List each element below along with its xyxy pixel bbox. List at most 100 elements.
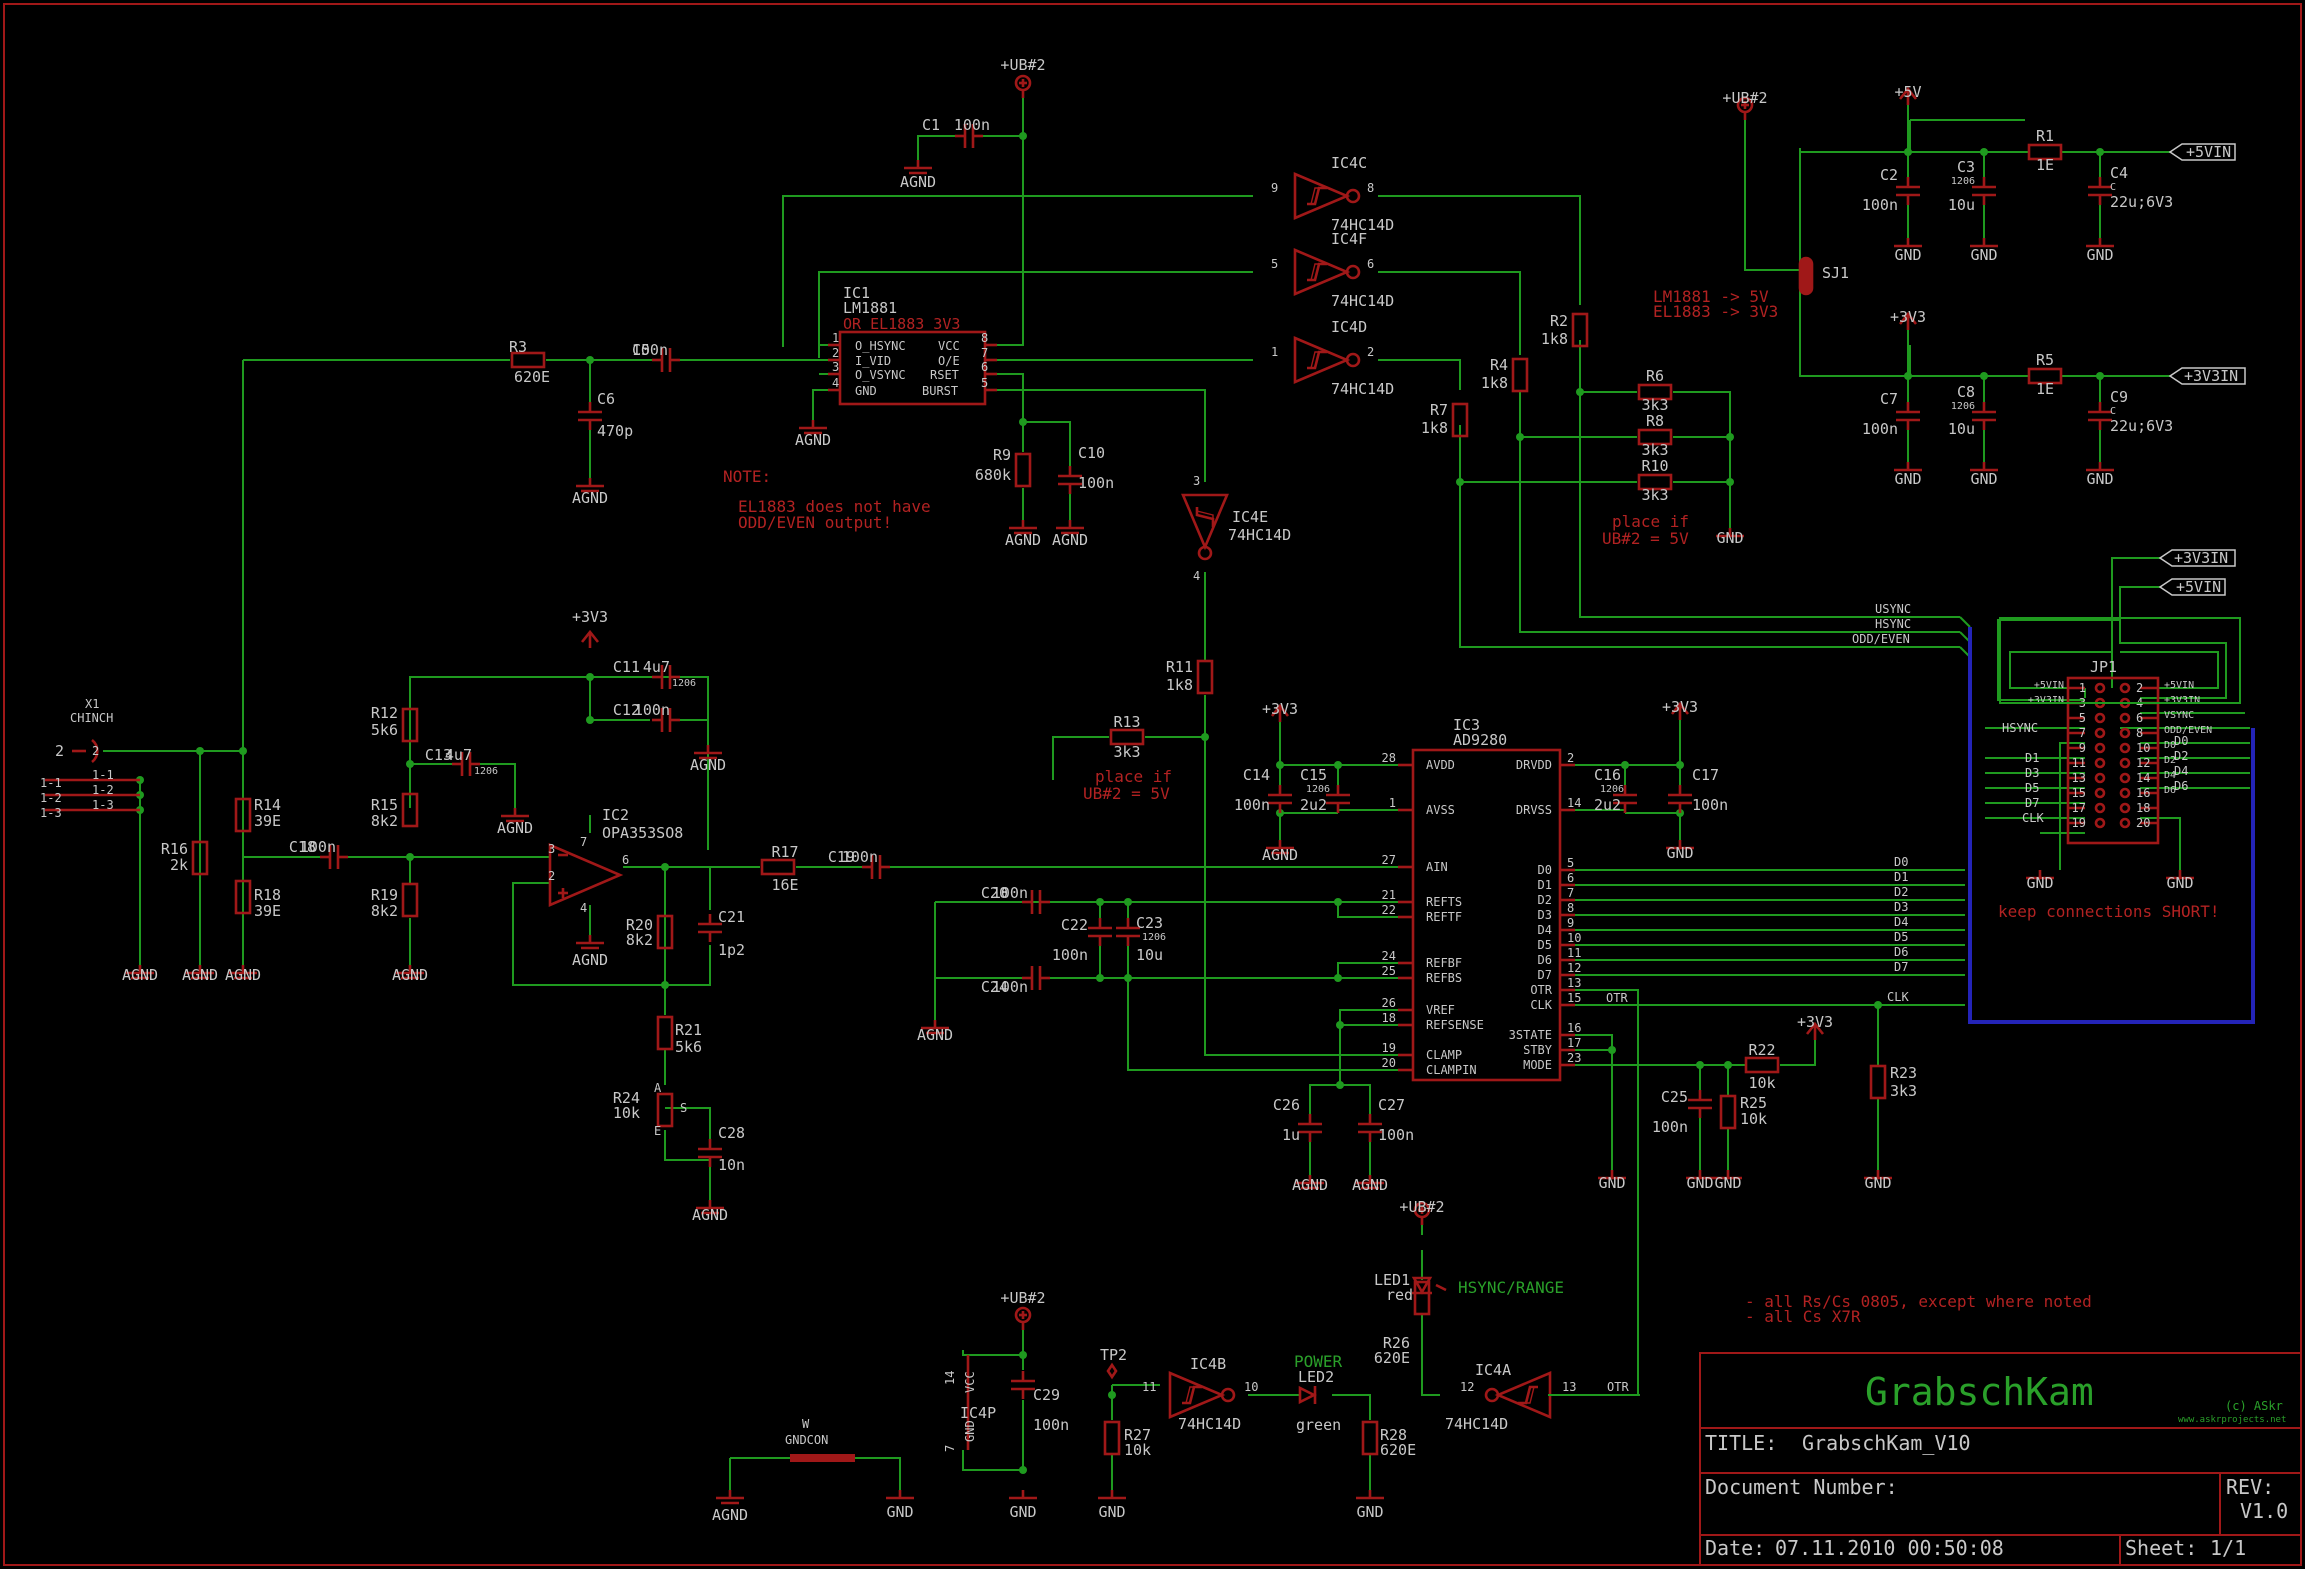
value-c6: 470p bbox=[597, 422, 633, 440]
ref-c17: C17 bbox=[1692, 766, 1719, 784]
jp1-pad bbox=[2094, 772, 2106, 784]
ic3-pin-28: 28 bbox=[1382, 751, 1396, 765]
capacitor-symbol bbox=[1894, 175, 1922, 207]
ref-c1: C1 bbox=[922, 116, 940, 134]
ic4b-pin-out: 10 bbox=[1244, 1380, 1258, 1394]
supply-label: GND bbox=[2086, 470, 2113, 488]
junctions bbox=[136, 132, 2104, 1474]
supply-label: GND bbox=[1970, 470, 1997, 488]
ref-c15: C15 bbox=[1300, 766, 1327, 784]
ic3-pin-name-clampin: CLAMPIN bbox=[1426, 1063, 1477, 1077]
jp1-pin-num: 5 bbox=[2079, 711, 2086, 725]
jp1-pad bbox=[2094, 802, 2106, 814]
value-r17: 16E bbox=[771, 876, 798, 894]
value-c22: 100n bbox=[1052, 946, 1088, 964]
net-d3: D3 bbox=[1894, 900, 1908, 914]
gnd-symbol bbox=[2084, 236, 2116, 248]
ic4c-ref: IC4C bbox=[1331, 154, 1367, 172]
ic1: IC1 LM1881 OR EL1883 3V3 O_HSYNC I_VID O… bbox=[828, 284, 997, 406]
ic1-alt: OR EL1883 3V3 bbox=[843, 315, 960, 333]
ic4f-ref: IC4F bbox=[1331, 230, 1367, 248]
note-title: NOTE: bbox=[723, 467, 771, 486]
ic3-pin-name-refts: REFTS bbox=[1426, 895, 1462, 909]
supply-label: GND bbox=[2086, 246, 2113, 264]
supply-symbol bbox=[580, 630, 600, 650]
ic3-pin-name-d0: D0 bbox=[1538, 863, 1552, 877]
value-c27: 100n bbox=[1378, 1126, 1414, 1144]
ic4c-pin-out: 8 bbox=[1367, 181, 1374, 195]
supply-label: AGND bbox=[572, 951, 608, 969]
place-note-1a: place if bbox=[1612, 512, 1689, 531]
ic3-pin-name-stby: STBY bbox=[1523, 1043, 1553, 1057]
supply-label: GND bbox=[1714, 1174, 1741, 1192]
jp1-pin-num: 17 bbox=[2072, 801, 2086, 815]
ic4c-value: 74HC14D bbox=[1331, 216, 1394, 234]
capacitor-symbol bbox=[2086, 175, 2114, 207]
ic3-pin-10: 10 bbox=[1567, 931, 1581, 945]
ic3-pin-name-ain: AIN bbox=[1426, 860, 1448, 874]
ic4a-pin-out: 13 bbox=[1562, 1380, 1576, 1394]
net-d4: D4 bbox=[1894, 915, 1908, 929]
net-otr: OTR bbox=[1606, 991, 1628, 1005]
gnd-symbol bbox=[2084, 460, 2116, 472]
ic2: IC2 OPA353SO8 3 2 6 7 4 bbox=[548, 806, 683, 915]
title-label: TITLE: bbox=[1705, 1431, 1777, 1455]
footprint-c13: 1206 bbox=[474, 766, 498, 777]
resistor-symbol bbox=[1413, 1280, 1431, 1316]
supply-symbol bbox=[1014, 74, 1032, 100]
ic3-pin-name-refsense: REFSENSE bbox=[1426, 1018, 1484, 1032]
resistor-symbol bbox=[1103, 1420, 1121, 1456]
led2-color: green bbox=[1296, 1416, 1341, 1434]
ref-r19: R19 bbox=[371, 886, 398, 904]
ref-r16: R16 bbox=[161, 840, 188, 858]
supply-label: +5V bbox=[1894, 83, 1921, 101]
supply-label: GND bbox=[1894, 470, 1921, 488]
jp1-pin-num: 6 bbox=[2136, 711, 2143, 725]
ref-c5: C5 bbox=[632, 341, 650, 359]
ic1-pin-l4: GND bbox=[855, 384, 877, 398]
agnd-symbol bbox=[902, 158, 934, 175]
capacitor-symbol bbox=[1266, 783, 1294, 815]
value-c9: 22u;6V3 bbox=[2110, 417, 2173, 435]
ref-r20: R20 bbox=[626, 916, 653, 934]
ic3-pin-14: 14 bbox=[1567, 796, 1581, 810]
gnd-symbol bbox=[1354, 1488, 1386, 1500]
flag-3v3in-1: +3V3IN bbox=[2184, 367, 2238, 385]
led1-color: red bbox=[1386, 1286, 1413, 1304]
value-c18: 100n bbox=[300, 838, 336, 856]
jp1-pin-num: 10 bbox=[2136, 741, 2150, 755]
value-r5: 1E bbox=[2036, 380, 2054, 398]
keep-short-note: keep connections SHORT! bbox=[1998, 902, 2220, 921]
ref-r6: R6 bbox=[1646, 367, 1664, 385]
supply-label: AGND bbox=[1262, 846, 1298, 864]
resistor-symbol bbox=[401, 882, 419, 918]
ref-r22: R22 bbox=[1748, 1041, 1775, 1059]
ref-c29: C29 bbox=[1033, 1386, 1060, 1404]
value-r1: 1E bbox=[2036, 156, 2054, 174]
capacitor-symbol bbox=[1970, 400, 1998, 432]
supply-label: +3V3 bbox=[1797, 1013, 1833, 1031]
r24-e: E bbox=[654, 1124, 661, 1138]
website: www.askrprojects.net bbox=[2178, 1415, 2286, 1425]
ref-c7: C7 bbox=[1880, 390, 1898, 408]
capacitor-symbol bbox=[1086, 916, 1114, 948]
ic3-pin-name-clk: CLK bbox=[1530, 998, 1552, 1012]
supply-label: +3V3 bbox=[1662, 698, 1698, 716]
ic1-n3: 3 bbox=[832, 360, 839, 374]
supply-label: AGND bbox=[1352, 1176, 1388, 1194]
ic4d: IC4D 74HC14D 1 2 bbox=[1271, 318, 1394, 398]
ref-c27: C27 bbox=[1378, 1096, 1405, 1114]
footprint-c23: 1206 bbox=[1142, 932, 1166, 943]
title-value: GrabschKam_V10 bbox=[1802, 1431, 1971, 1455]
value-r11: 1k8 bbox=[1166, 676, 1193, 694]
jp-net-d1: D1 bbox=[2025, 751, 2039, 765]
ic3-pin-2: 2 bbox=[1567, 751, 1574, 765]
ic1-pin-r1: VCC bbox=[938, 339, 960, 353]
bom-note-1: - all Rs/Cs 0805, except where noted bbox=[1745, 1292, 2092, 1311]
ic2-ref: IC2 bbox=[602, 806, 629, 824]
led2: LED2 green POWER bbox=[1294, 1352, 1343, 1434]
jp-net-d5: D5 bbox=[2025, 781, 2039, 795]
ic3-pin-name-refbf: REFBF bbox=[1426, 956, 1462, 970]
value-c12: 100n bbox=[634, 701, 670, 719]
